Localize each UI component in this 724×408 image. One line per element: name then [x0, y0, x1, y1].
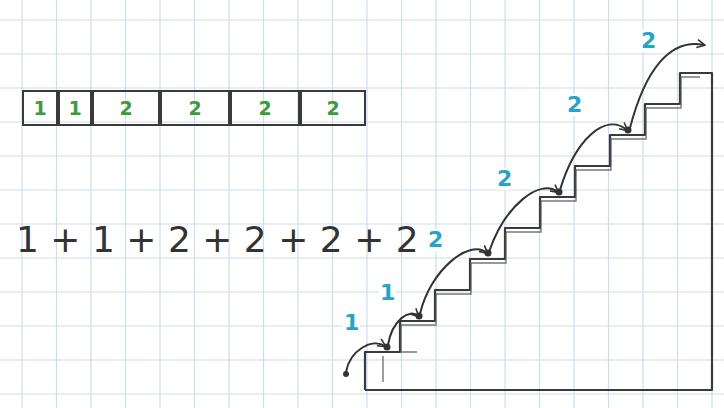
- number-box: 2: [92, 90, 160, 126]
- step-count: 1: [343, 312, 360, 334]
- jump-arrows: [346, 44, 704, 372]
- box-number: 2: [188, 97, 201, 119]
- number-box: 1: [58, 90, 92, 126]
- box-number: 2: [119, 97, 132, 119]
- box-number: 2: [326, 97, 339, 119]
- number-box: 2: [160, 90, 230, 126]
- step-count: 1: [379, 282, 396, 304]
- stair-sketch-line: [383, 77, 700, 382]
- step-count: 2: [496, 168, 513, 190]
- sum-expression: 1 + 1 + 2 + 2 + 2 + 2: [16, 222, 419, 258]
- step-count: 2: [640, 30, 657, 52]
- number-box: 1: [22, 90, 58, 126]
- step-count: 2: [566, 94, 583, 116]
- step-count: 2: [427, 229, 444, 251]
- number-box: 2: [300, 90, 366, 126]
- box-number: 1: [33, 97, 46, 119]
- box-number: 2: [258, 97, 271, 119]
- box-number: 1: [68, 97, 81, 119]
- number-box: 2: [230, 90, 300, 126]
